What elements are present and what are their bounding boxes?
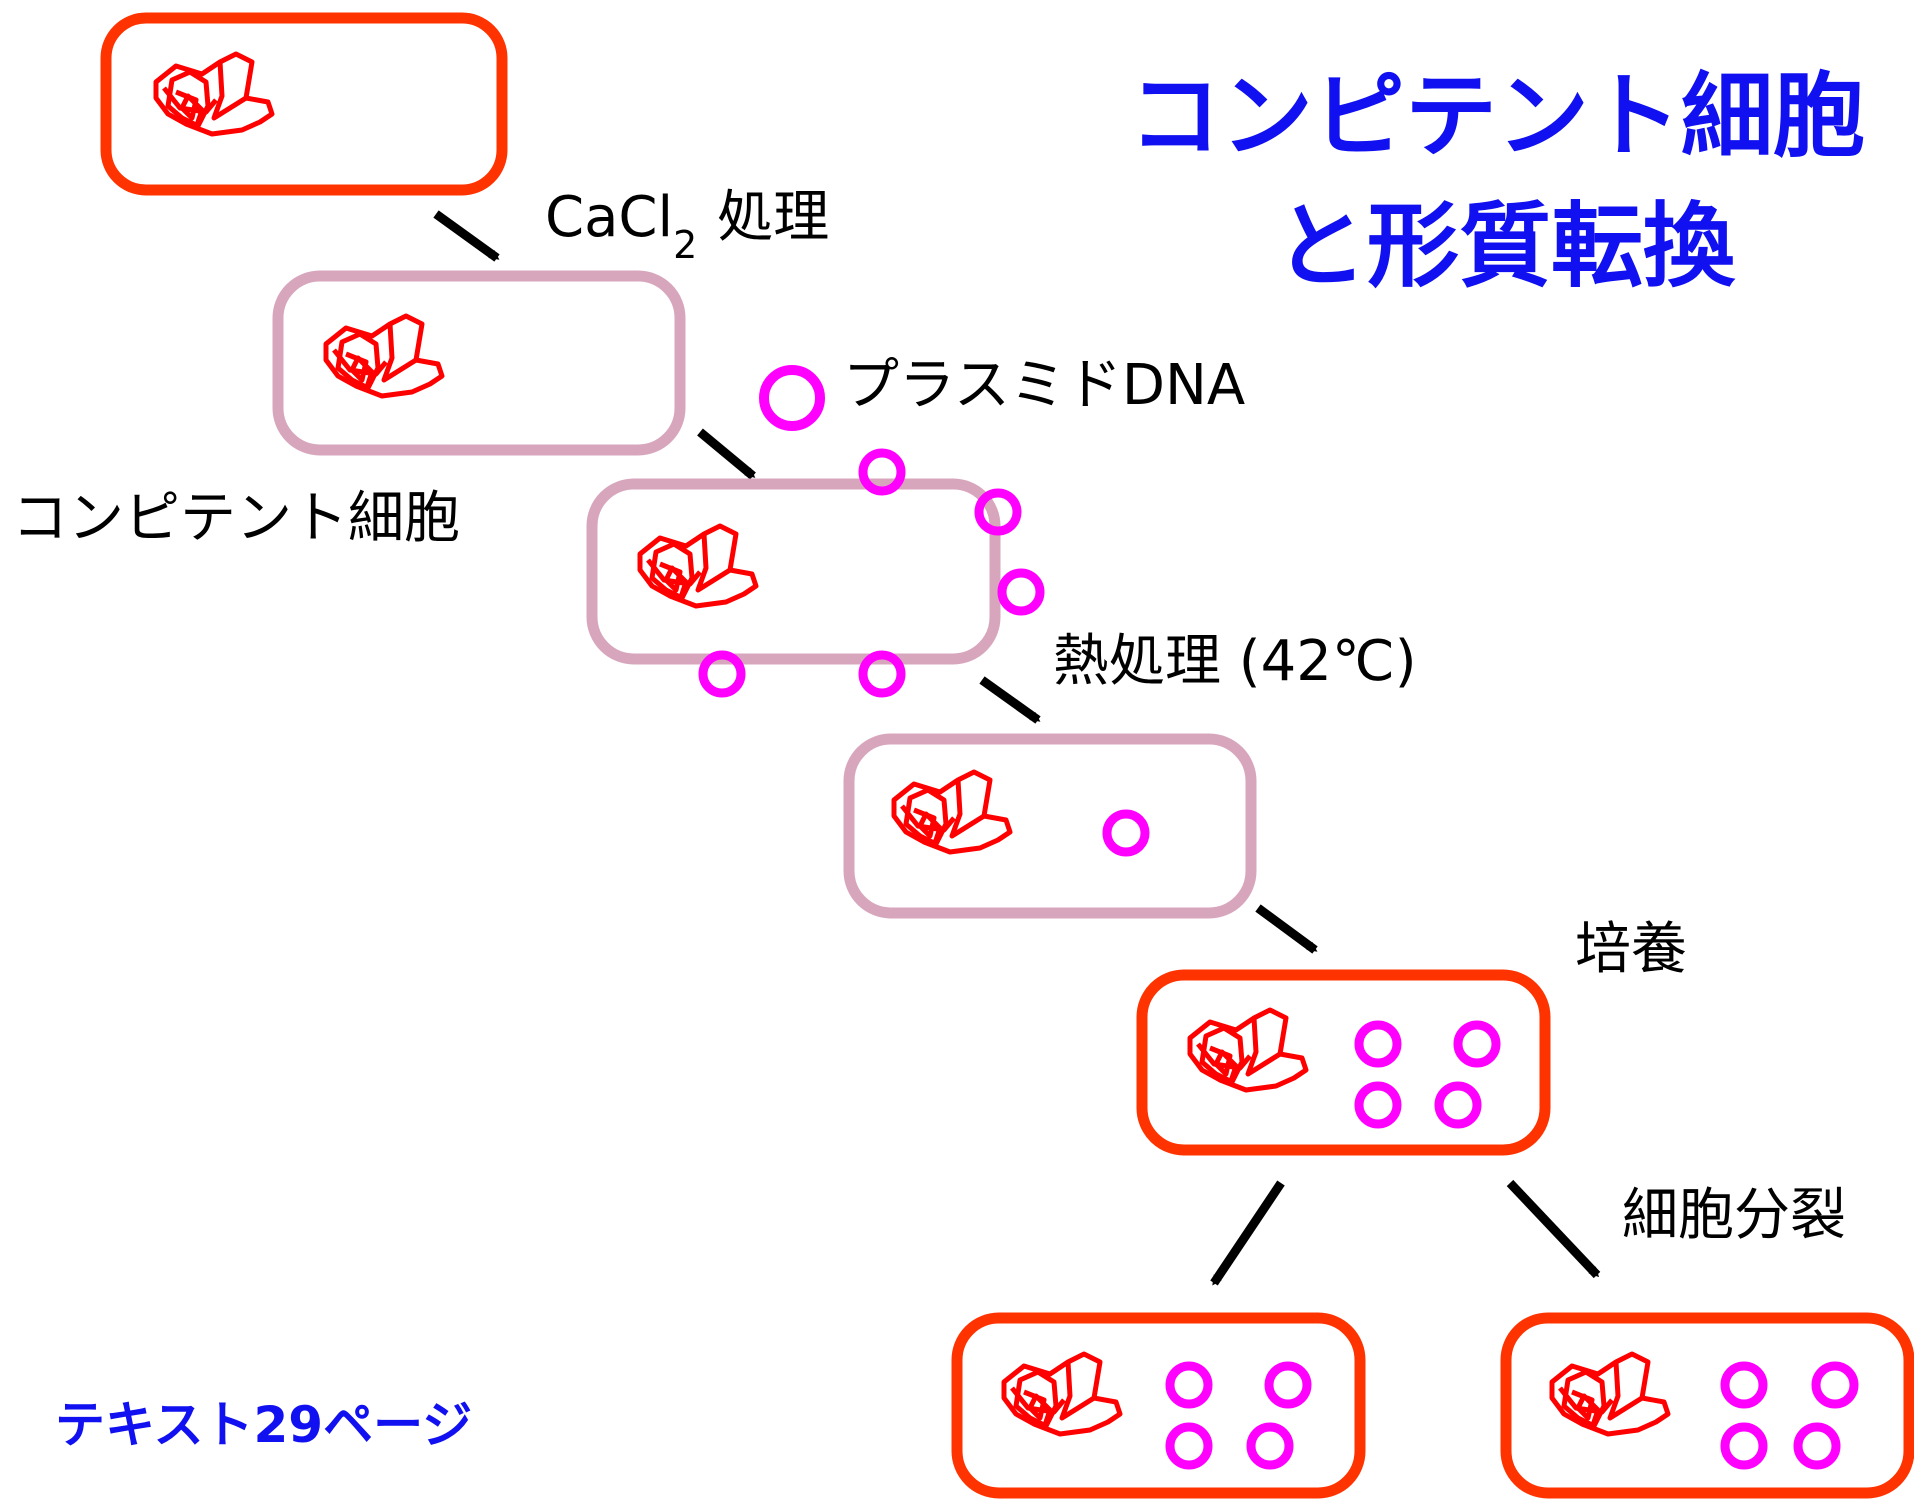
label-plasmid-dna: プラスミドDNA [843,353,1245,418]
daughter-cell-right [1500,1312,1914,1499]
plasmid-icon [1102,809,1150,857]
textbook-page-note: テキスト29ページ [55,1396,472,1454]
plasmid-icon [974,488,1022,536]
plasmid-icon [1720,1361,1768,1409]
plasmid-icon [1793,1422,1841,1470]
diagram-title-line2: と形質転換 [1275,193,1736,300]
plasmid-icon [1453,1020,1501,1068]
arrow-add-plasmid [697,428,756,480]
arrow-division-left [1210,1180,1285,1286]
plasmid-icon [858,448,906,496]
diagram-title-line1: コンピテント細胞 [1129,63,1865,170]
label-competent-cell: コンピテント細胞 [12,486,460,551]
plasmid-icon [1165,1361,1213,1409]
label-culture: 培養 [1575,917,1687,982]
arrow-division-right [1506,1179,1601,1279]
cell-cultured [1136,969,1551,1156]
arrow-culture [1255,904,1318,954]
cell-competent [272,270,686,456]
plasmid-icon [1246,1422,1294,1470]
cell-with-plasmid-dna [586,448,1045,698]
plasmid-icon [759,365,825,431]
plasmid-icon [858,650,906,698]
plasmid-icon [1354,1081,1402,1129]
plasmid-icon [997,568,1045,616]
plasmid-icon [1264,1361,1312,1409]
cell-transformed [843,733,1257,919]
label-cell-division: 細胞分裂 [1622,1183,1846,1248]
daughter-cell-left [951,1312,1366,1499]
plasmid-icon [1354,1020,1402,1068]
arrow-heat-shock [979,676,1041,724]
plasmid-icon [1811,1361,1859,1409]
plasmid-icon [1720,1422,1768,1470]
plasmid-icon [1165,1422,1213,1470]
cell-initial [100,12,508,196]
plasmid-icon [698,650,746,698]
label-heat-shock: 熱処理 (42℃) [1053,629,1417,694]
plasmid-icon [1434,1081,1482,1129]
arrow-cacl2 [433,210,500,262]
